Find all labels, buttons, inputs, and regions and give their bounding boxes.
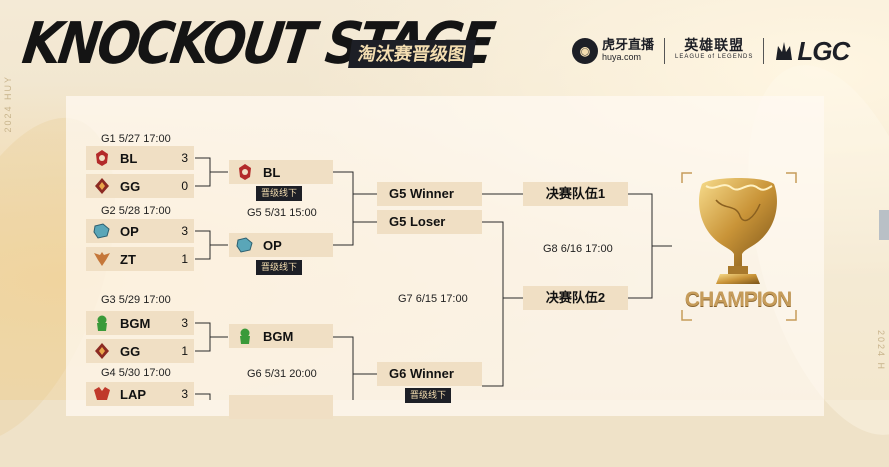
op-team-icon [92,221,112,241]
team-name: BL [120,150,138,166]
team-name: ZT [120,251,136,267]
lgc-text: LGC [797,35,850,66]
team-row[interactable]: BGM [229,324,333,348]
lol-logo[interactable]: 英雄联盟 LEAGUE of LEGENDS [675,37,754,63]
sponsor-logos: ◉ 虎牙直播 huya.com 英雄联盟 LEAGUE of LEGENDS L… [572,34,850,68]
huya-icon: ◉ [572,38,598,64]
finalist-1-slot[interactable]: 决赛队伍1 [523,182,628,206]
team-row[interactable]: OP [229,233,333,257]
zt-team-icon [92,249,112,269]
lol-name-en: LEAGUE of LEGENDS [675,54,754,60]
side-watermark: 2024 HUY [3,75,13,133]
team-name: OP [263,237,282,253]
bl-team-icon [235,162,255,182]
side-scroll-tab[interactable] [879,210,889,240]
team-row[interactable]: LAP 3 [86,382,194,406]
huya-logo[interactable]: ◉ 虎牙直播 huya.com [572,38,654,64]
finalist-2-slot[interactable]: 决赛队伍2 [523,286,628,310]
team-score: 3 [181,151,188,165]
match-meta-g1: G1 5/27 17:00 [101,133,171,145]
lol-name: 英雄联盟 [684,37,745,53]
team-score: 3 [181,316,188,330]
team-name: LAP [120,386,146,402]
lap-team-icon [92,384,112,404]
g6-winner-slot[interactable]: G6 Winner [377,362,482,386]
team-row[interactable]: GG 1 [86,339,194,363]
qualified-badge: 晋级线下 [256,186,303,201]
side-watermark-right: 2024 H [876,330,886,372]
bgm-team-icon [235,326,255,346]
team-score: 0 [181,179,188,193]
team-score: 3 [181,224,188,238]
g5-loser-slot[interactable]: G5 Loser [377,210,482,234]
team-row[interactable]: BL [229,160,333,184]
team-name: OP [120,223,139,239]
op-team-icon [235,235,255,255]
champion-label: CHAMPION [684,288,792,311]
logo-divider [664,38,666,64]
match-meta-g7: G7 6/15 17:00 [398,293,468,305]
gg-team-icon [92,176,112,196]
team-row[interactable]: OP 3 [86,219,194,243]
team-row[interactable] [229,395,333,419]
team-score: 1 [181,344,188,358]
team-name: BL [263,164,281,180]
qualified-badge: 晋级线下 [405,388,452,403]
team-name: GG [120,178,141,194]
trophy-icon [699,178,777,284]
lgc-logo[interactable]: LGC [774,35,850,67]
team-row[interactable]: BL 3 [86,146,194,170]
page-subtitle: 淘汰赛晋级图 [348,40,476,68]
g5-winner-slot[interactable]: G5 Winner [377,182,482,206]
team-name: BGM [120,315,151,331]
match-meta-g8: G8 6/16 17:00 [543,243,613,255]
team-row[interactable]: GG 0 [86,174,194,198]
team-name: BGM [263,328,294,344]
gg-team-icon [92,341,112,361]
match-meta-g4: G4 5/30 17:00 [101,367,171,379]
huya-url: huya.com [602,52,642,62]
match-meta-g5: G5 5/31 15:00 [247,207,317,219]
team-name: GG [120,343,141,359]
team-row[interactable]: ZT 1 [86,247,194,271]
bl-team-icon [92,148,112,168]
match-meta-g3: G3 5/29 17:00 [101,294,171,306]
logo-divider [763,38,765,64]
match-meta-g6: G6 5/31 20:00 [247,368,317,380]
team-score: 3 [181,387,188,401]
team-row[interactable]: BGM 3 [86,311,194,335]
bgm-team-icon [92,313,112,333]
qualified-badge: 晋级线下 [256,260,303,275]
match-meta-g2: G2 5/28 17:00 [101,205,171,217]
header: KNOCKOUT STAGE 淘汰赛晋级图 ◉ 虎牙直播 huya.com 英雄… [0,0,889,82]
huya-name: 虎牙直播 [602,37,655,52]
team-score: 1 [181,252,188,266]
crown-icon [776,42,793,60]
